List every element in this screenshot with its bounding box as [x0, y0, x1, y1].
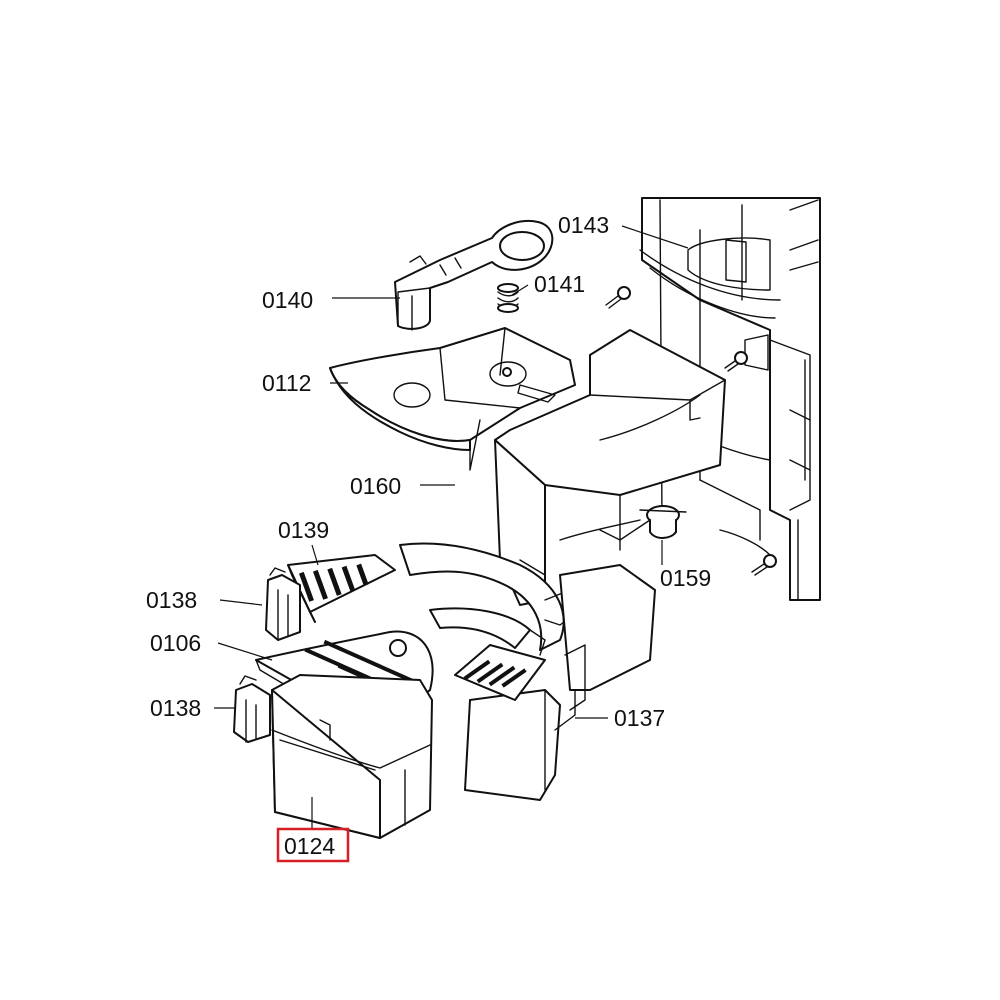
part-0159-valve: [639, 505, 687, 539]
label-0138-upper: 0138: [146, 587, 197, 613]
label-0112: 0112: [262, 370, 311, 396]
part-0138-clip-upper: [265, 567, 301, 641]
label-0140: 0140: [262, 287, 313, 313]
part-labels: 0143 0140 0141 0112 0160 0139 0159 0138 …: [146, 212, 711, 863]
part-0112-cover: [329, 327, 576, 451]
part-0137-container: [454, 564, 656, 801]
part-0138-clip-lower: [233, 675, 271, 743]
label-0141: 0141: [534, 271, 585, 297]
label-0139: 0139: [278, 517, 329, 543]
part-0124-container: [271, 674, 433, 839]
screw-upper: [605, 286, 631, 309]
label-0143: 0143: [558, 212, 609, 238]
label-0106: 0106: [150, 630, 201, 656]
screw-lower: [751, 554, 777, 576]
label-0159: 0159: [660, 565, 711, 591]
label-0137: 0137: [614, 705, 665, 731]
part-0139-grate: [287, 554, 396, 623]
highlight-box-0124: [276, 827, 350, 863]
label-0160: 0160: [350, 473, 401, 499]
part-0140-handle: [394, 220, 554, 331]
part-0141-spring: [497, 283, 519, 313]
label-0124: 0124: [284, 833, 335, 859]
label-0138-lower: 0138: [150, 695, 201, 721]
screw-middle: [724, 351, 748, 372]
drip-tray-channel: [399, 542, 581, 656]
leader-lines: [214, 225, 689, 828]
